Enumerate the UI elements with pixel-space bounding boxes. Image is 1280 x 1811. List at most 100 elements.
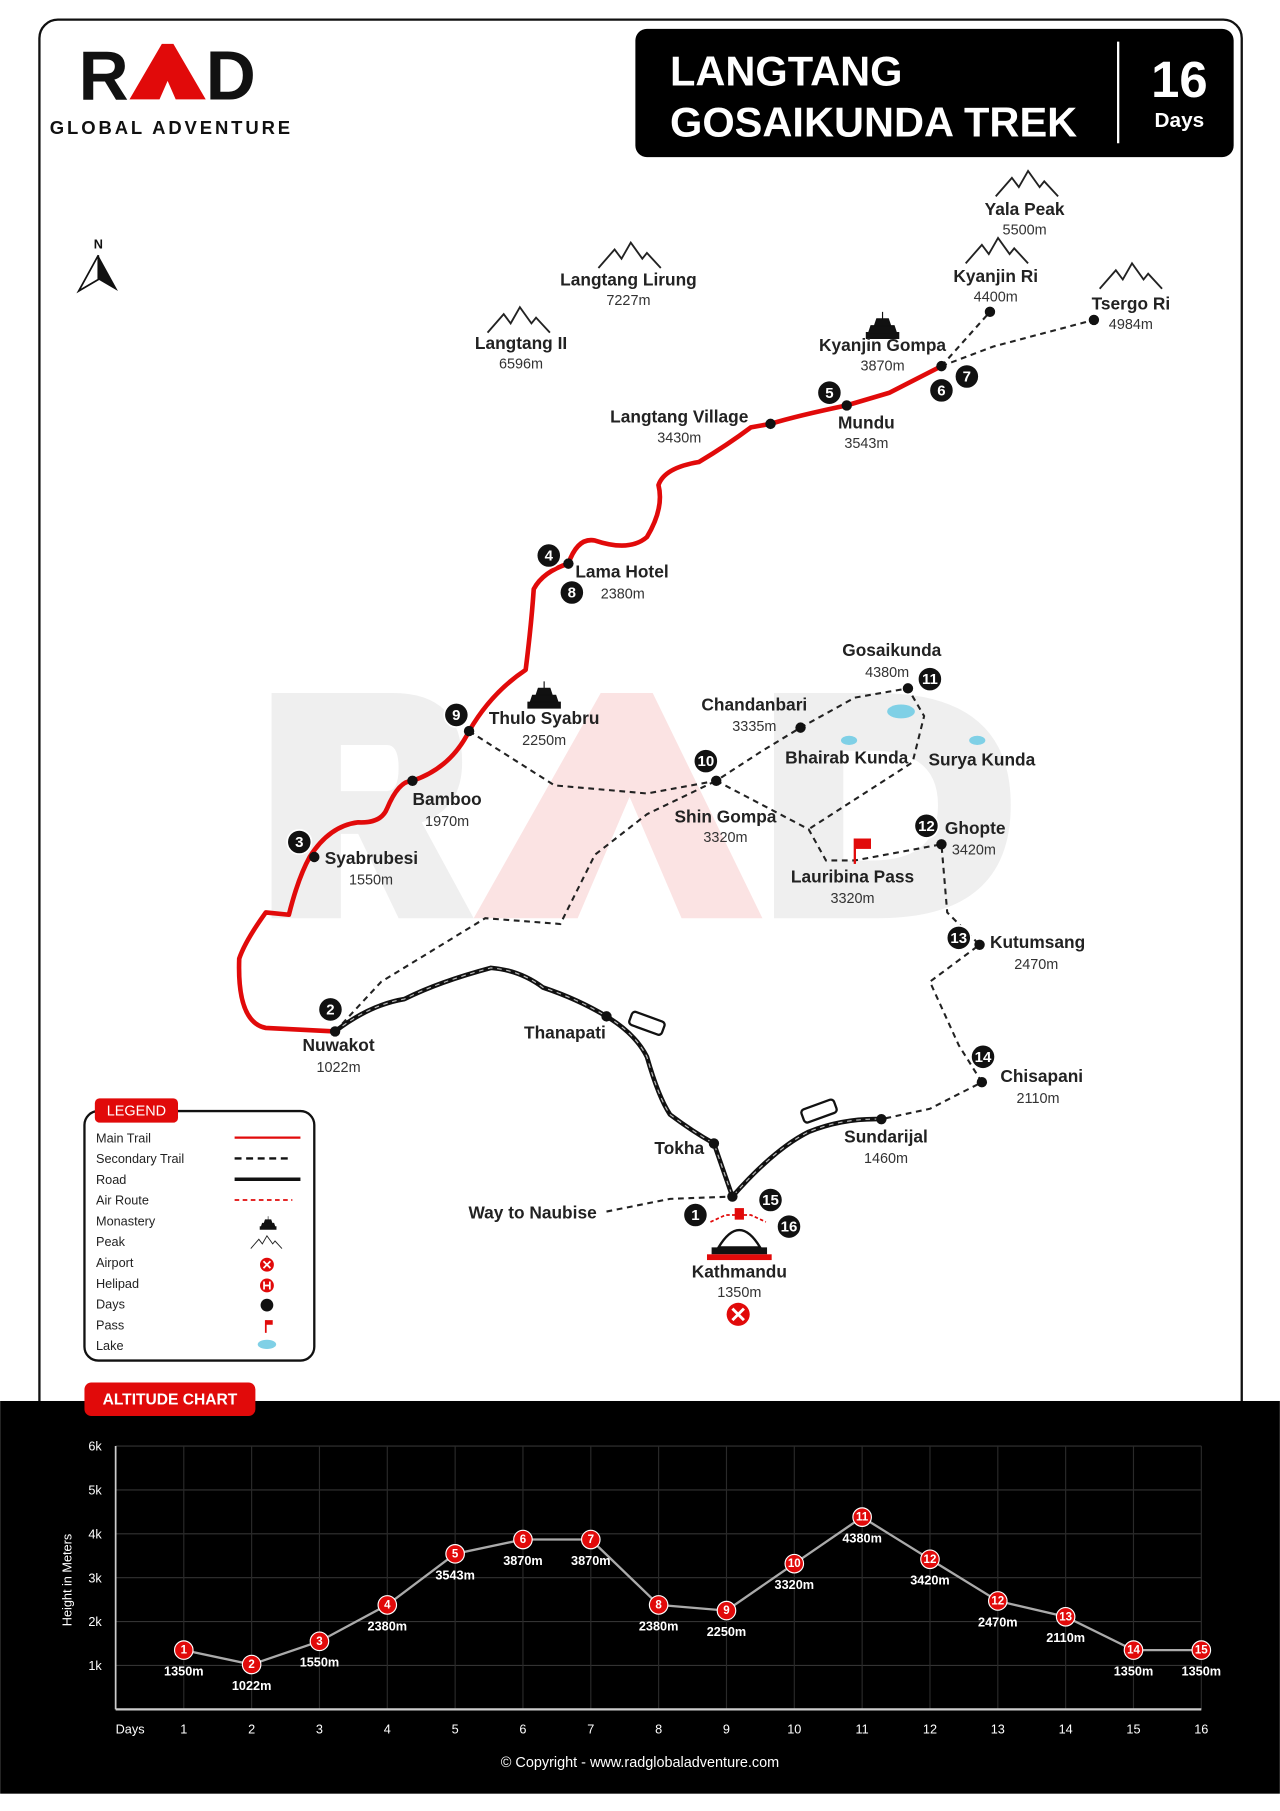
main-trail	[236, 364, 943, 1034]
point-marker	[1055, 1606, 1076, 1627]
legend-item-pass: Pass	[96, 1318, 124, 1332]
y-tick-label: 4k	[88, 1527, 102, 1541]
point-marker	[309, 1631, 330, 1652]
point-marker	[377, 1595, 398, 1615]
place-shin-gompa: Shin Gompa	[674, 806, 776, 826]
point-day-label: 6	[520, 1534, 526, 1546]
y-tick-label: 1k	[88, 1659, 102, 1673]
alt-nuwakot: 1022m	[316, 1060, 360, 1076]
x-tick-label: 4	[384, 1723, 391, 1737]
point-marker	[513, 1529, 533, 1550]
x-tick-label: 9	[723, 1723, 730, 1737]
day-badge-label: 11	[922, 671, 938, 688]
day-badge-11: 11	[916, 666, 943, 693]
alt-langtang-ii: 6596m	[499, 356, 543, 372]
y-tick-label: 5k	[88, 1484, 102, 1498]
day-badge-label: 8	[568, 585, 576, 602]
place-kyanjin-ri: Kyanjin Ri	[953, 266, 1038, 286]
chart-ylabel: Height in Meters	[61, 1534, 75, 1626]
alt-kyanjin-ri: 4400m	[974, 289, 1018, 305]
place-gosaikunda: Gosaikunda	[842, 640, 941, 660]
alt-yala-peak: 5500m	[1003, 222, 1047, 238]
legend-item-peak: Peak	[96, 1235, 126, 1249]
point-marker	[987, 1591, 1008, 1611]
day-badge-label: 3	[295, 834, 303, 851]
legend-title: LEGEND	[107, 1104, 166, 1120]
point-marker	[1191, 1640, 1212, 1660]
logo-subtitle: GLOBAL ADVENTURE	[50, 117, 293, 138]
day-badge-13: 13	[945, 924, 972, 951]
svg-text:D: D	[206, 36, 256, 114]
point-day-label: 10	[788, 1558, 801, 1570]
day-badge-15: 15	[757, 1187, 784, 1214]
car-icon	[628, 1010, 666, 1036]
svg-text:N: N	[94, 237, 103, 251]
lake-icon	[969, 735, 986, 745]
x-tick-label: 1	[180, 1723, 187, 1737]
x-tick-label: 15	[1126, 1723, 1140, 1737]
legend-item-helipad: Helipad	[96, 1277, 139, 1291]
point-value-label: 3870m	[503, 1554, 543, 1568]
point-value-label: 2380m	[639, 1619, 679, 1633]
legend-item-road: Road	[96, 1173, 126, 1187]
point-value-label: 3870m	[571, 1554, 611, 1568]
place-sundarijal: Sundarijal	[844, 1126, 928, 1146]
stupa-icon	[706, 1208, 772, 1261]
point-marker	[852, 1507, 872, 1527]
alt-syabrubesi: 1550m	[349, 873, 393, 889]
x-tick-label: 7	[587, 1723, 594, 1737]
day-badge-4: 4	[535, 542, 562, 569]
point-day-label: 15	[1195, 1645, 1208, 1657]
point-value-label: 1550m	[300, 1656, 340, 1670]
point-value-label: 1350m	[164, 1665, 204, 1679]
point-value-label: 2470m	[978, 1615, 1018, 1629]
chart-point: 11 4380m	[842, 1507, 882, 1546]
x-tick-label: 3	[316, 1723, 323, 1737]
point-value-label: 3543m	[435, 1568, 475, 1582]
point-day-label: 11	[856, 1512, 869, 1524]
x-tick-label: 2	[248, 1723, 255, 1737]
logo: R D GLOBAL ADVENTURE	[50, 36, 293, 138]
lake-icon	[887, 704, 915, 719]
point-value-label: 4380m	[842, 1532, 882, 1546]
place-bhairab-kunda: Bhairab Kunda	[785, 747, 908, 767]
place-thanapati: Thanapati	[524, 1022, 606, 1042]
point-marker	[716, 1600, 737, 1621]
svg-text:R: R	[79, 36, 129, 114]
day-badge-label: 5	[825, 385, 833, 402]
alt-langtang-village: 3430m	[657, 430, 701, 446]
day-badge-16: 16	[775, 1213, 802, 1240]
y-tick-label: 6k	[88, 1440, 102, 1454]
x-tick-label: 13	[991, 1723, 1005, 1737]
lake-icon	[257, 1339, 277, 1350]
point-day-label: 5	[452, 1548, 459, 1560]
altitude-line	[183, 1515, 1202, 1666]
legend-item-monastery: Monastery	[96, 1214, 156, 1228]
day-badge-label: 16	[781, 1219, 798, 1236]
alt-lama-hotel: 2380m	[601, 586, 645, 602]
place-langtang-lirung: Langtang Lirung	[560, 269, 697, 289]
y-tick-label: 3k	[88, 1571, 102, 1585]
chart-point: 6 3870m	[503, 1529, 543, 1568]
point-value-label: 2380m	[368, 1619, 408, 1633]
alt-chandanbari: 3335m	[732, 719, 776, 735]
chart-title-pill	[84, 1382, 256, 1416]
point-marker	[920, 1549, 940, 1570]
x-tick-label: 14	[1059, 1723, 1073, 1737]
day-badge-label: 14	[975, 1049, 992, 1066]
watermark-logo	[271, 692, 1011, 919]
legend-item-airport: Airport	[96, 1256, 134, 1270]
point-day-label: 14	[1127, 1645, 1140, 1657]
alt-langtang-lirung: 7227m	[606, 293, 650, 309]
point-day-label: 13	[1059, 1611, 1072, 1623]
day-badge-14: 14	[970, 1043, 997, 1070]
alt-kathmandu: 1350m	[717, 1285, 761, 1301]
place-bamboo: Bamboo	[412, 789, 481, 809]
day-badge-label: 1	[691, 1207, 699, 1224]
